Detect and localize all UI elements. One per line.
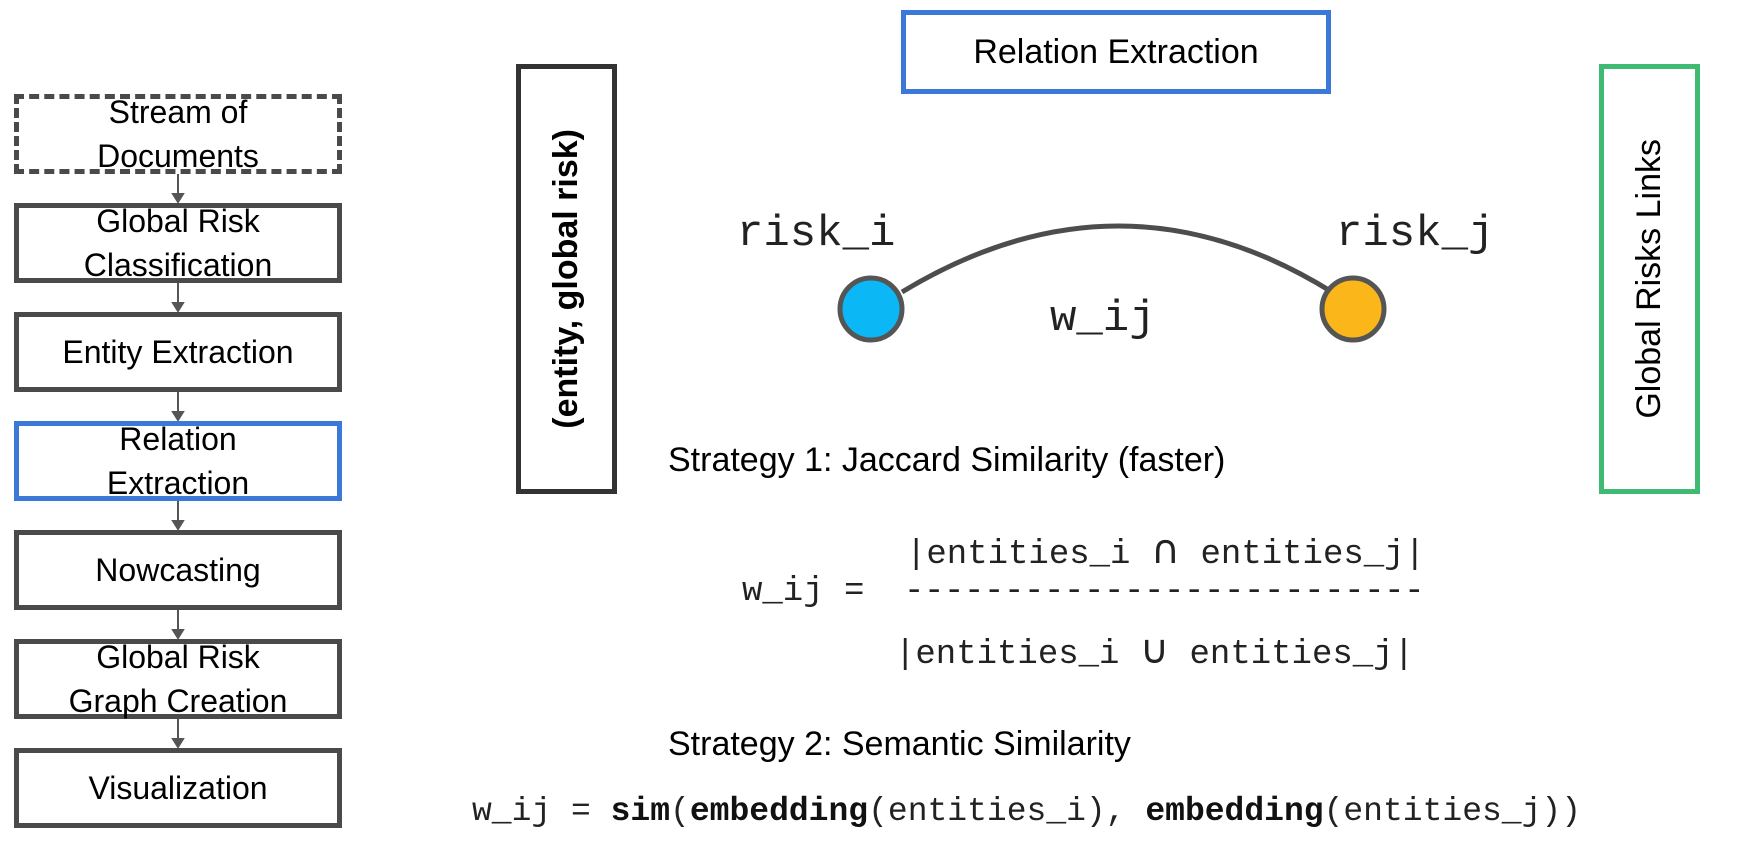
pipeline-step-label: Nowcasting (95, 552, 261, 588)
input-box: (entity, global risk) (516, 64, 617, 494)
relation-edge (900, 223, 1334, 295)
jaccard-lhs: w_ij = (742, 573, 865, 611)
pipeline-step-label: Graph Creation (68, 683, 288, 719)
stage-title: Relation Extraction (973, 32, 1259, 71)
strategy-1-title: Strategy 1: Jaccard Similarity (faster) (668, 441, 1226, 479)
pipeline-step-label: Classification (83, 247, 273, 283)
pipeline-step-stream-of-documents: Stream of Documents (14, 94, 342, 174)
pipeline-step-label: Visualization (88, 770, 268, 806)
jaccard-divider: -------------------------- (904, 573, 1425, 611)
risk-i-label: risk_i (737, 209, 896, 259)
union-symbol: ∪ (1139, 627, 1170, 673)
denominator-term-b: entities_j| (1189, 636, 1414, 674)
stage-title-box: Relation Extraction (901, 10, 1331, 94)
strategy-2-title: Strategy 2: Semantic Similarity (668, 725, 1131, 763)
numerator-term-a: |entities_i (906, 536, 1131, 574)
embedding-function-a: embedding (689, 793, 869, 830)
intersection-symbol: ∩ (1150, 527, 1181, 573)
pipeline-connectors (171, 174, 185, 749)
jaccard-numerator: |entities_i ∩ entities_j| (906, 527, 1425, 574)
pipeline-step-nowcasting: Nowcasting (14, 530, 342, 610)
embedding-arg-b: (entities_j)) (1323, 793, 1582, 830)
pipeline-step-label: Documents (97, 138, 259, 174)
risk-i-node (837, 275, 905, 343)
denominator-term-a: |entities_i (895, 636, 1120, 674)
edge-weight-label: w_ij (1050, 294, 1156, 344)
open-paren: ( (670, 793, 690, 830)
semantic-lhs: w_ij = (472, 793, 611, 830)
pipeline-step-label: Entity Extraction (62, 334, 294, 370)
risk-j-node (1319, 275, 1387, 343)
pipeline-step-label: Stream of (108, 94, 248, 130)
pipeline-step-entity-extraction: Entity Extraction (14, 312, 342, 392)
embedding-arg-a: (entities_i), (868, 793, 1146, 830)
risk-j-label: risk_j (1336, 209, 1495, 259)
input-label: (entity, global risk) (547, 129, 585, 429)
pipeline-step-label: Relation (119, 421, 237, 457)
pipeline-step-label: Extraction (106, 465, 250, 501)
sim-function: sim (610, 793, 671, 830)
embedding-function-b: embedding (1145, 793, 1324, 830)
pipeline-step-visualization: Visualization (14, 748, 342, 828)
jaccard-denominator: |entities_i ∪ entities_j| (895, 627, 1414, 674)
numerator-term-b: entities_j| (1200, 536, 1425, 574)
relation-graph (837, 223, 1387, 343)
semantic-formula: w_ij = sim(embedding(entities_i), embedd… (472, 793, 1581, 830)
output-label: Global Risks Links (1630, 139, 1668, 419)
pipeline-step-label: Global Risk (96, 203, 260, 239)
pipeline-step-label: Global Risk (96, 639, 260, 675)
output-box: Global Risks Links (1599, 64, 1700, 494)
